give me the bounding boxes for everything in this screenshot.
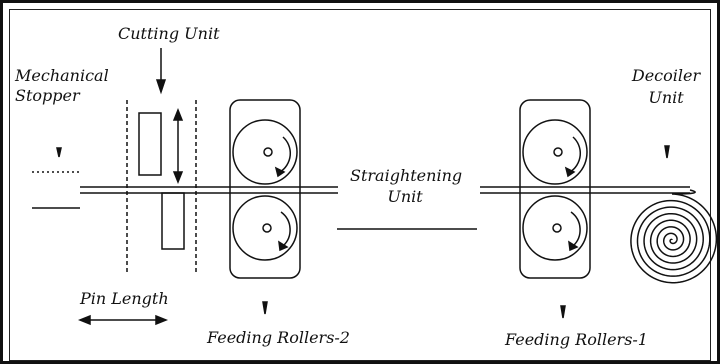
decoiler-coil	[630, 189, 718, 284]
roller-1-lower-rotation	[570, 211, 581, 247]
mechanical-stopper-label-line-1: Mechanical	[15, 66, 109, 85]
cutting-unit-pointer-head	[155, 79, 167, 95]
decoiler-unit-label-line-1: Decoiler	[631, 66, 701, 85]
decoiler-unit-pointer	[664, 145, 670, 159]
straightening-unit-label-line-2: Unit	[387, 187, 423, 206]
roller-2-upper	[232, 119, 298, 185]
roller-1-upper-hub	[553, 147, 563, 157]
feeding-rollers-1-housing	[519, 99, 591, 279]
mechanical-stopper-label-line-2: Stopper	[15, 86, 80, 105]
roller-2-lower	[232, 195, 298, 261]
cutter-stroke-arrow-down	[172, 171, 184, 185]
roller-2-upper-rotation-tip	[274, 166, 286, 178]
feeding-rollers-2-housing	[229, 99, 301, 279]
feeding-rollers-2-pointer	[262, 301, 268, 315]
decoiler-unit-label-line-2: Unit	[648, 88, 684, 107]
roller-2-upper-hub	[263, 147, 273, 157]
straightening-unit-label-line-1: Straightening	[350, 166, 463, 185]
feeding-rollers-1-pointer	[560, 305, 566, 319]
roller-2-upper-rotation	[279, 136, 292, 173]
mechanical-stopper-pointer	[56, 147, 62, 158]
roller-1-lower	[522, 195, 588, 261]
lower-blade	[161, 192, 185, 250]
cutter-stroke-arrow-up	[172, 107, 184, 121]
roller-1-upper	[522, 119, 588, 185]
diagram-inner-border	[9, 9, 711, 361]
roller-1-lower-rotation-tip	[568, 240, 579, 252]
roller-1-upper-rotation-tip	[564, 166, 576, 178]
pin-length-arrow-left	[77, 314, 91, 326]
cutting-unit-label: Cutting Unit	[118, 24, 220, 43]
roller-2-lower-rotation-tip	[278, 240, 289, 252]
roller-2-lower-rotation	[280, 211, 291, 247]
roller-1-upper-rotation	[569, 136, 582, 173]
pin-length-label: Pin Length	[80, 289, 169, 308]
roller-2-lower-hub	[262, 223, 272, 233]
feeding-rollers-1-label: Feeding Rollers-1	[505, 330, 648, 349]
pin-length-arrow-right	[155, 314, 169, 326]
upper-blade	[138, 112, 162, 176]
roller-1-lower-hub	[552, 223, 562, 233]
feeding-rollers-2-label: Feeding Rollers-2	[207, 328, 350, 347]
